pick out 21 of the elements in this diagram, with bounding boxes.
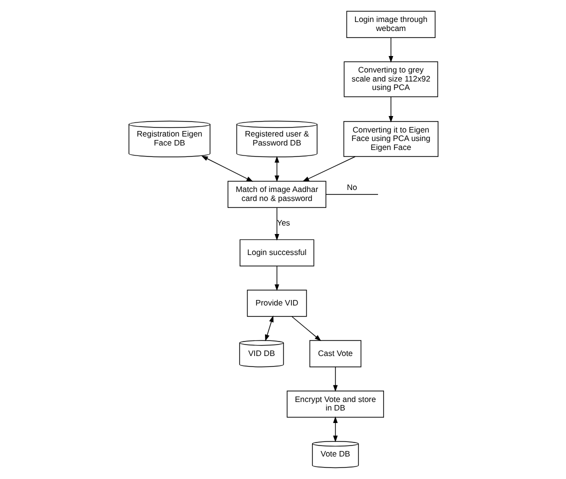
node-box: Converting to grey scale and size 112x92 using PCA — [343, 61, 438, 98]
connector — [325, 194, 378, 195]
arrow — [388, 37, 393, 63]
arrow — [388, 96, 393, 123]
arrow — [302, 156, 356, 182]
arrow — [274, 266, 279, 291]
arrow — [264, 316, 274, 342]
edge-label: No — [346, 182, 357, 192]
node-box: Login successful — [239, 239, 314, 266]
arrow — [200, 156, 253, 182]
node-box: Cast Vote — [308, 340, 361, 368]
arrow — [274, 156, 279, 182]
node-box: Converting it to Eigen Face using PCA using Eigen Face — [342, 121, 438, 157]
node-box: Encrypt Vote and store in DB — [286, 390, 384, 418]
arrow — [332, 366, 338, 392]
arrow — [274, 207, 279, 241]
node-box: Match of image Aadhar card no & password — [227, 180, 326, 208]
node-box: Provide VID — [246, 290, 306, 317]
node-box: Login image through webcam — [346, 10, 436, 38]
arrow — [291, 316, 321, 342]
arrow — [332, 416, 338, 442]
